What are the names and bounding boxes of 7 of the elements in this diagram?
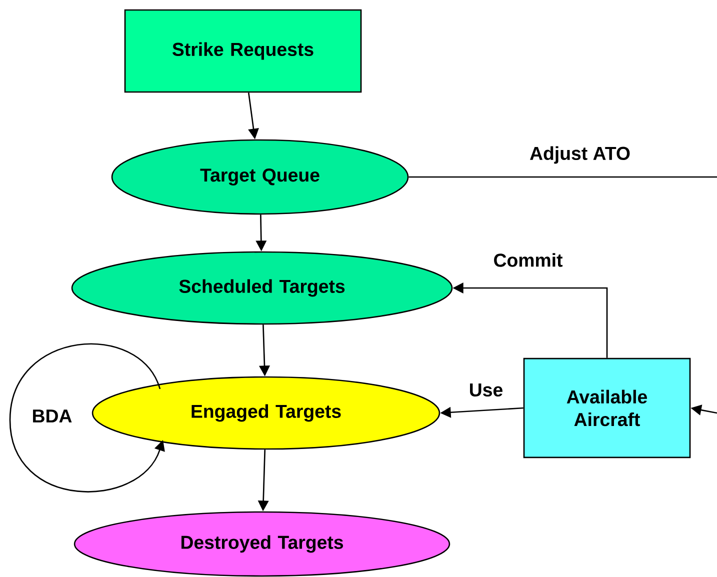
edge-label: Commit bbox=[492, 252, 564, 268]
process-box: Available Aircraft bbox=[523, 358, 691, 458]
process-box: Strike Requests bbox=[124, 9, 362, 93]
edge-label: BDA bbox=[30, 408, 74, 424]
edge-label: Use bbox=[468, 382, 504, 398]
arrow bbox=[9, 343, 165, 492]
edge-label: Adjust ATO bbox=[528, 144, 632, 166]
